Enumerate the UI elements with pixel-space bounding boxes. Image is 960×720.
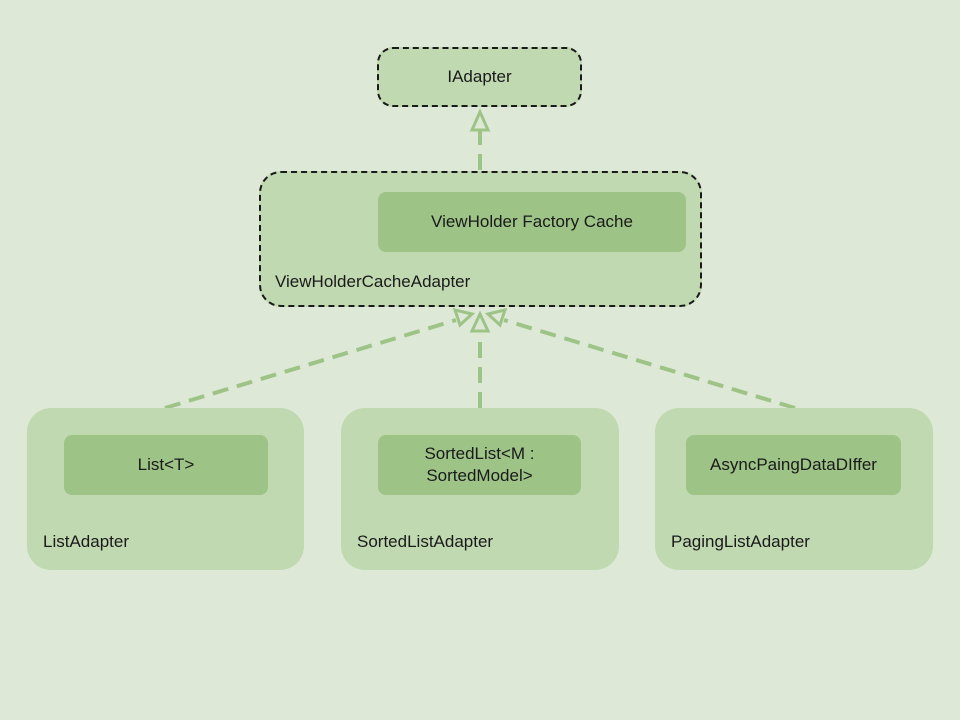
paginglistadapter-label: PagingListAdapter (671, 532, 810, 551)
arrowhead-sortedlistadapter (469, 310, 491, 333)
viewholdercacheadapter-node: ViewHolder Factory Cache ViewHolderCache… (259, 171, 702, 307)
listadapter-node: List<T> ListAdapter (27, 408, 304, 570)
edge-paginglistadapter-to-base (503, 318, 796, 410)
sortedlistadapter-node: SortedList<M : SortedModel> SortedListAd… (341, 408, 619, 570)
listadapter-label: ListAdapter (43, 532, 129, 551)
list-component-box: List<T> (64, 435, 268, 495)
viewholder-factory-cache-box: ViewHolder Factory Cache (378, 192, 686, 252)
viewholdercacheadapter-label: ViewHolderCacheAdapter (275, 272, 471, 291)
arrowhead-paginglistadapter (484, 307, 508, 328)
asyncpagingdatadiffer-component-box: AsyncPaingDataDIffer (686, 435, 901, 495)
iadapter-node: IAdapter (377, 47, 582, 107)
sortedlistadapter-label: SortedListAdapter (357, 532, 494, 551)
arrowhead-listadapter (452, 307, 476, 328)
edge-listadapter-to-base (164, 318, 457, 410)
iadapter-label: IAdapter (447, 67, 512, 86)
arrowhead-interface (469, 108, 491, 132)
sortedlist-component-box: SortedList<M : SortedModel> (378, 435, 581, 495)
paginglistadapter-node: AsyncPaingDataDIffer PagingListAdapter (655, 408, 933, 570)
